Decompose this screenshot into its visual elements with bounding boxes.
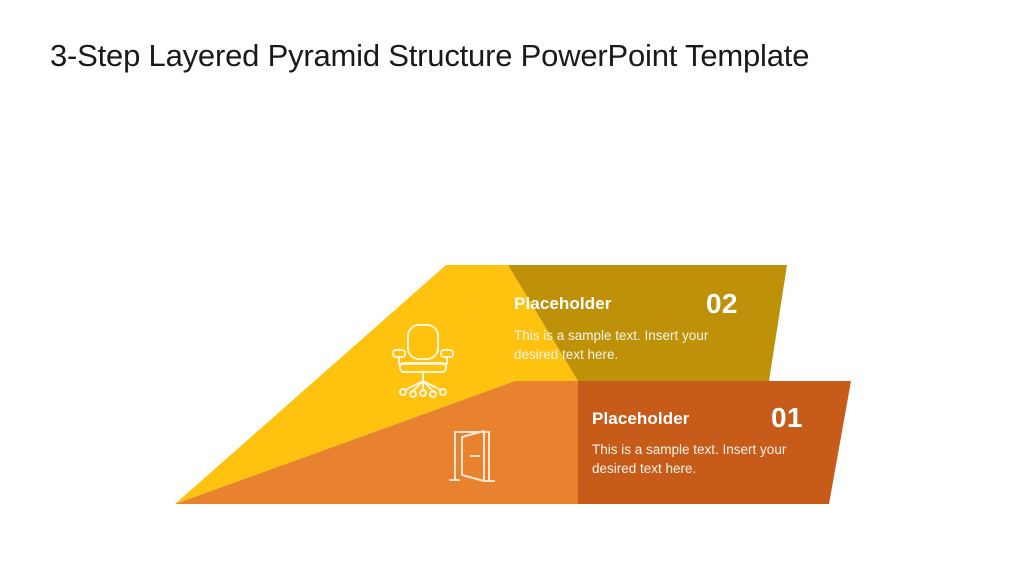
layer-01-body-text: This is a sample text. Insert your desir… [592,442,787,476]
layer-02-wedge[interactable] [446,265,578,381]
layer-01-panel[interactable] [578,381,851,504]
layer-02-heading: Placeholder [514,294,612,313]
layer-01-number: 01 [771,402,803,433]
layer-01-heading: Placeholder [592,409,690,428]
layer-02-panel[interactable] [508,265,787,381]
layer-02-number: 02 [706,288,738,319]
layer-02-body-text: This is a sample text. Insert your desir… [514,328,709,362]
layer-01-wedge[interactable] [175,381,578,504]
open-door-icon [449,430,495,482]
page-title: 3-Step Layered Pyramid Structure PowerPo… [50,38,810,73]
office-chair-icon [392,324,454,398]
